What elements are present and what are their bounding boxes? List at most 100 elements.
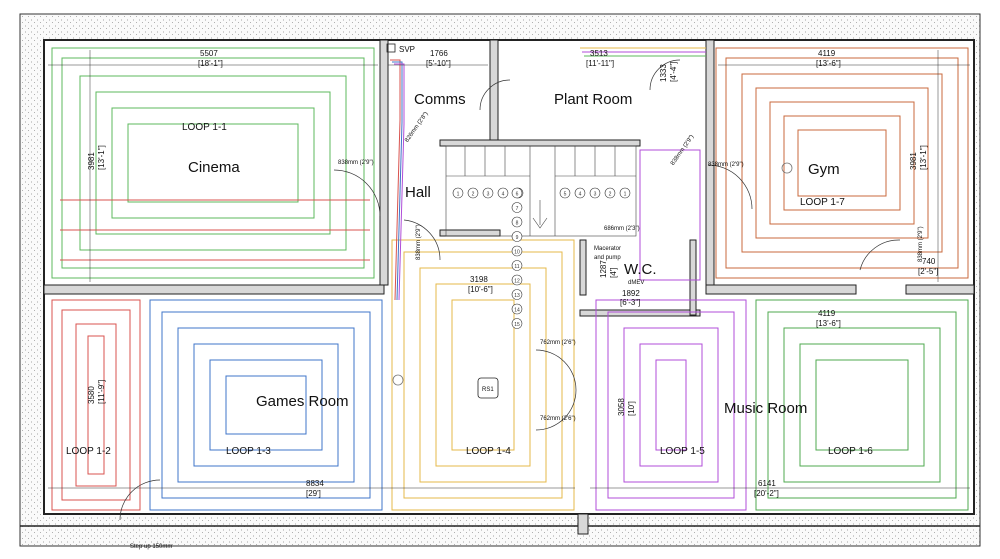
door-762-bottom: 762mm (2'6") (540, 416, 576, 422)
cinema-width-dim: 5507 (200, 49, 218, 58)
comms-label: Comms (414, 91, 466, 108)
plant-depth-dim: 1333 (659, 64, 668, 82)
cinema-label: Cinema (188, 159, 240, 176)
loop-1-3-pipes (149, 299, 383, 511)
dimension-lines (48, 50, 970, 489)
stair-step-number: 13 (514, 293, 520, 299)
hall-width-dim-imp: [10'-6"] (468, 285, 493, 294)
stair-step-number: 3 (594, 192, 597, 198)
stair-step-marker (482, 187, 494, 199)
stair-step-marker (497, 187, 509, 199)
hall-label: Hall (405, 184, 431, 201)
thermostat-icon (781, 162, 793, 174)
stair-step-marker (511, 202, 523, 213)
door-swings (119, 59, 901, 521)
gym-depth-dim: 3981 (909, 152, 918, 170)
rs1-label: RS1 (482, 387, 494, 393)
loop-1-3-label: LOOP 1-3 (226, 446, 271, 457)
stair-step-number: 1 (457, 192, 460, 198)
dmev-label: dMEV (628, 280, 644, 286)
stair-step-number: 5 (564, 192, 567, 198)
stair-step-marker (511, 245, 523, 257)
stair-step-number: 4 (502, 192, 505, 198)
loop-1-5-pipes (595, 149, 747, 511)
stair-step-number: 3 (487, 192, 490, 198)
svp-box (386, 43, 396, 53)
stair-step-number: 11 (514, 264, 519, 270)
step-up-label: Step up 150mm (130, 544, 172, 550)
loop-1-1-label: LOOP 1-1 (182, 122, 227, 133)
stair-step-number: 14 (514, 308, 520, 314)
stair-step-number: 10 (514, 250, 520, 256)
stair-step-marker (619, 187, 631, 199)
comms-width-dim: 1766 (430, 49, 448, 58)
stair-step-number: 6 (516, 192, 519, 198)
wc-width-dim-imp: [6'-3"] (620, 298, 640, 307)
door-838-hall: 838mm (2'9") (416, 224, 422, 260)
loop-1-7-label: LOOP 1-7 (800, 197, 845, 208)
games-room-label: Games Room (256, 393, 349, 410)
comms-width-dim-imp: [5'-10"] (426, 59, 451, 68)
svp-label: SVP (399, 45, 415, 54)
side-740-dim-imp: [2'-5"] (918, 267, 938, 276)
stair-step-marker (589, 187, 601, 199)
wc-depth-dim-imp: [4'] (609, 268, 618, 278)
stair-step-number: 8 (516, 221, 519, 227)
stair-step-marker (511, 274, 523, 286)
wc-depth-dim: 1287 (599, 260, 608, 278)
wc-label: W.C. (624, 261, 657, 278)
music-room-label: Music Room (724, 400, 807, 417)
stair-step-marker (559, 187, 571, 199)
gym-width-dim-imp: [13'-6"] (816, 59, 841, 68)
door-686: 686mm (2'3") (604, 226, 640, 232)
gym-label: Gym (808, 161, 840, 178)
stair-step-marker (511, 318, 523, 329)
stairs (445, 145, 637, 237)
loop-1-2-label: LOOP 1-2 (66, 446, 111, 457)
stair-step-marker (511, 231, 523, 242)
music-width-top-dim: 4119 (818, 309, 836, 318)
and-pump-label: and pump (594, 255, 621, 261)
stair-step-number: 9 (516, 235, 519, 241)
stair-step-marker (511, 260, 523, 271)
games-width-dim: 8834 (306, 479, 324, 488)
side-740-dim: 740 (922, 257, 936, 266)
door-838-right: 838mm (2'9") (918, 226, 924, 262)
inner-floor (43, 39, 975, 515)
hall-width-dim: 3198 (470, 275, 488, 284)
rs1-box (477, 377, 499, 399)
stair-step-number: 15 (514, 322, 520, 328)
macerator-label: Macerator (594, 246, 621, 252)
gym-depth-dim-imp: [13'-1"] (919, 145, 928, 170)
loop-1-2-pipes (51, 199, 370, 511)
plant-depth-dim-imp: [4'-4"] (669, 62, 678, 82)
games-width-dim-imp: [29'] (306, 489, 321, 498)
loop-1-6-label: LOOP 1-6 (828, 446, 873, 457)
loop-1-4-pipes (391, 239, 575, 511)
music-width-dim-imp: [20'-2"] (754, 489, 779, 498)
door-838-cinema: 838mm (2'9") (338, 160, 374, 166)
cinema-depth-dim: 3981 (87, 152, 96, 170)
plant-room-label: Plant Room (554, 91, 632, 108)
music-depth-dim: 3058 (617, 398, 626, 416)
stair-step-marker (574, 187, 586, 199)
manifold-feed-lines (390, 47, 706, 301)
games-depth-dim: 3580 (87, 386, 96, 404)
door-762-top: 762mm (2'6") (540, 340, 576, 346)
cinema-depth-dim-imp: [13'-1"] (97, 145, 106, 170)
loop-1-1-pipes (51, 47, 375, 279)
wc-width-dim: 1892 (622, 289, 640, 298)
stair-step-marker (467, 187, 479, 199)
stair-step-marker (604, 187, 616, 199)
music-depth-dim-imp: [10'] (627, 401, 636, 416)
stair-step-number: 7 (516, 206, 519, 212)
stair-step-marker (511, 303, 523, 315)
loop-1-6-pipes (755, 299, 969, 511)
door-838-gym: 838mm (2'9") (708, 162, 744, 168)
stair-step-number: 2 (472, 192, 475, 198)
cinema-width-dim-imp: [18'-1"] (198, 59, 223, 68)
loop-1-4-label: LOOP 1-4 (466, 446, 511, 457)
